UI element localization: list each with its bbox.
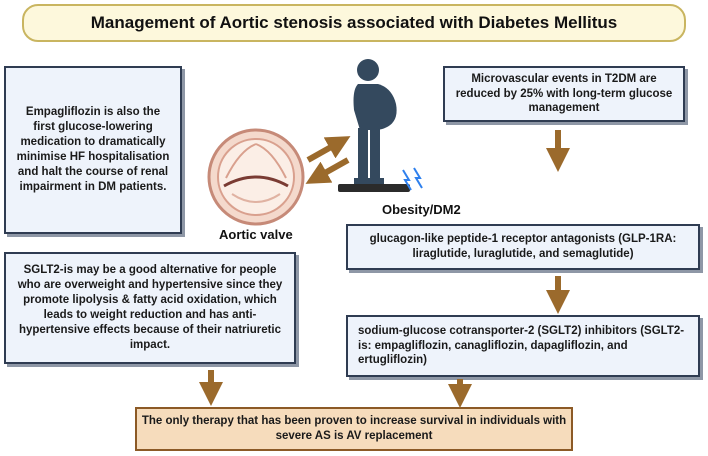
aortic-valve-icon [207,128,305,226]
final-therapy-box: The only therapy that has been proven to… [135,407,573,451]
obesity-label: Obesity/DM2 [382,202,461,217]
microvascular-box: Microvascular events in T2DM are reduced… [443,66,685,122]
sglt2-overweight-box: SGLT2-is may be a good alternative for p… [4,252,296,364]
glp1-box: glucagon-like peptide-1 receptor antagon… [346,224,700,270]
arrow-person-to-valve [305,157,350,184]
obese-person-icon [338,59,410,192]
arrow-valve-to-person [306,136,351,163]
sglt2-inhibitors-box: sodium-glucose cotransporter-2 (SGLT2) i… [346,315,700,377]
empagliflozin-box: Empagliflozin is also the first glucose-… [4,66,182,234]
diagram-title: Management of Aortic stenosis associated… [22,4,686,42]
aortic-valve-label: Aortic valve [219,227,293,242]
alert-icon [402,167,423,191]
